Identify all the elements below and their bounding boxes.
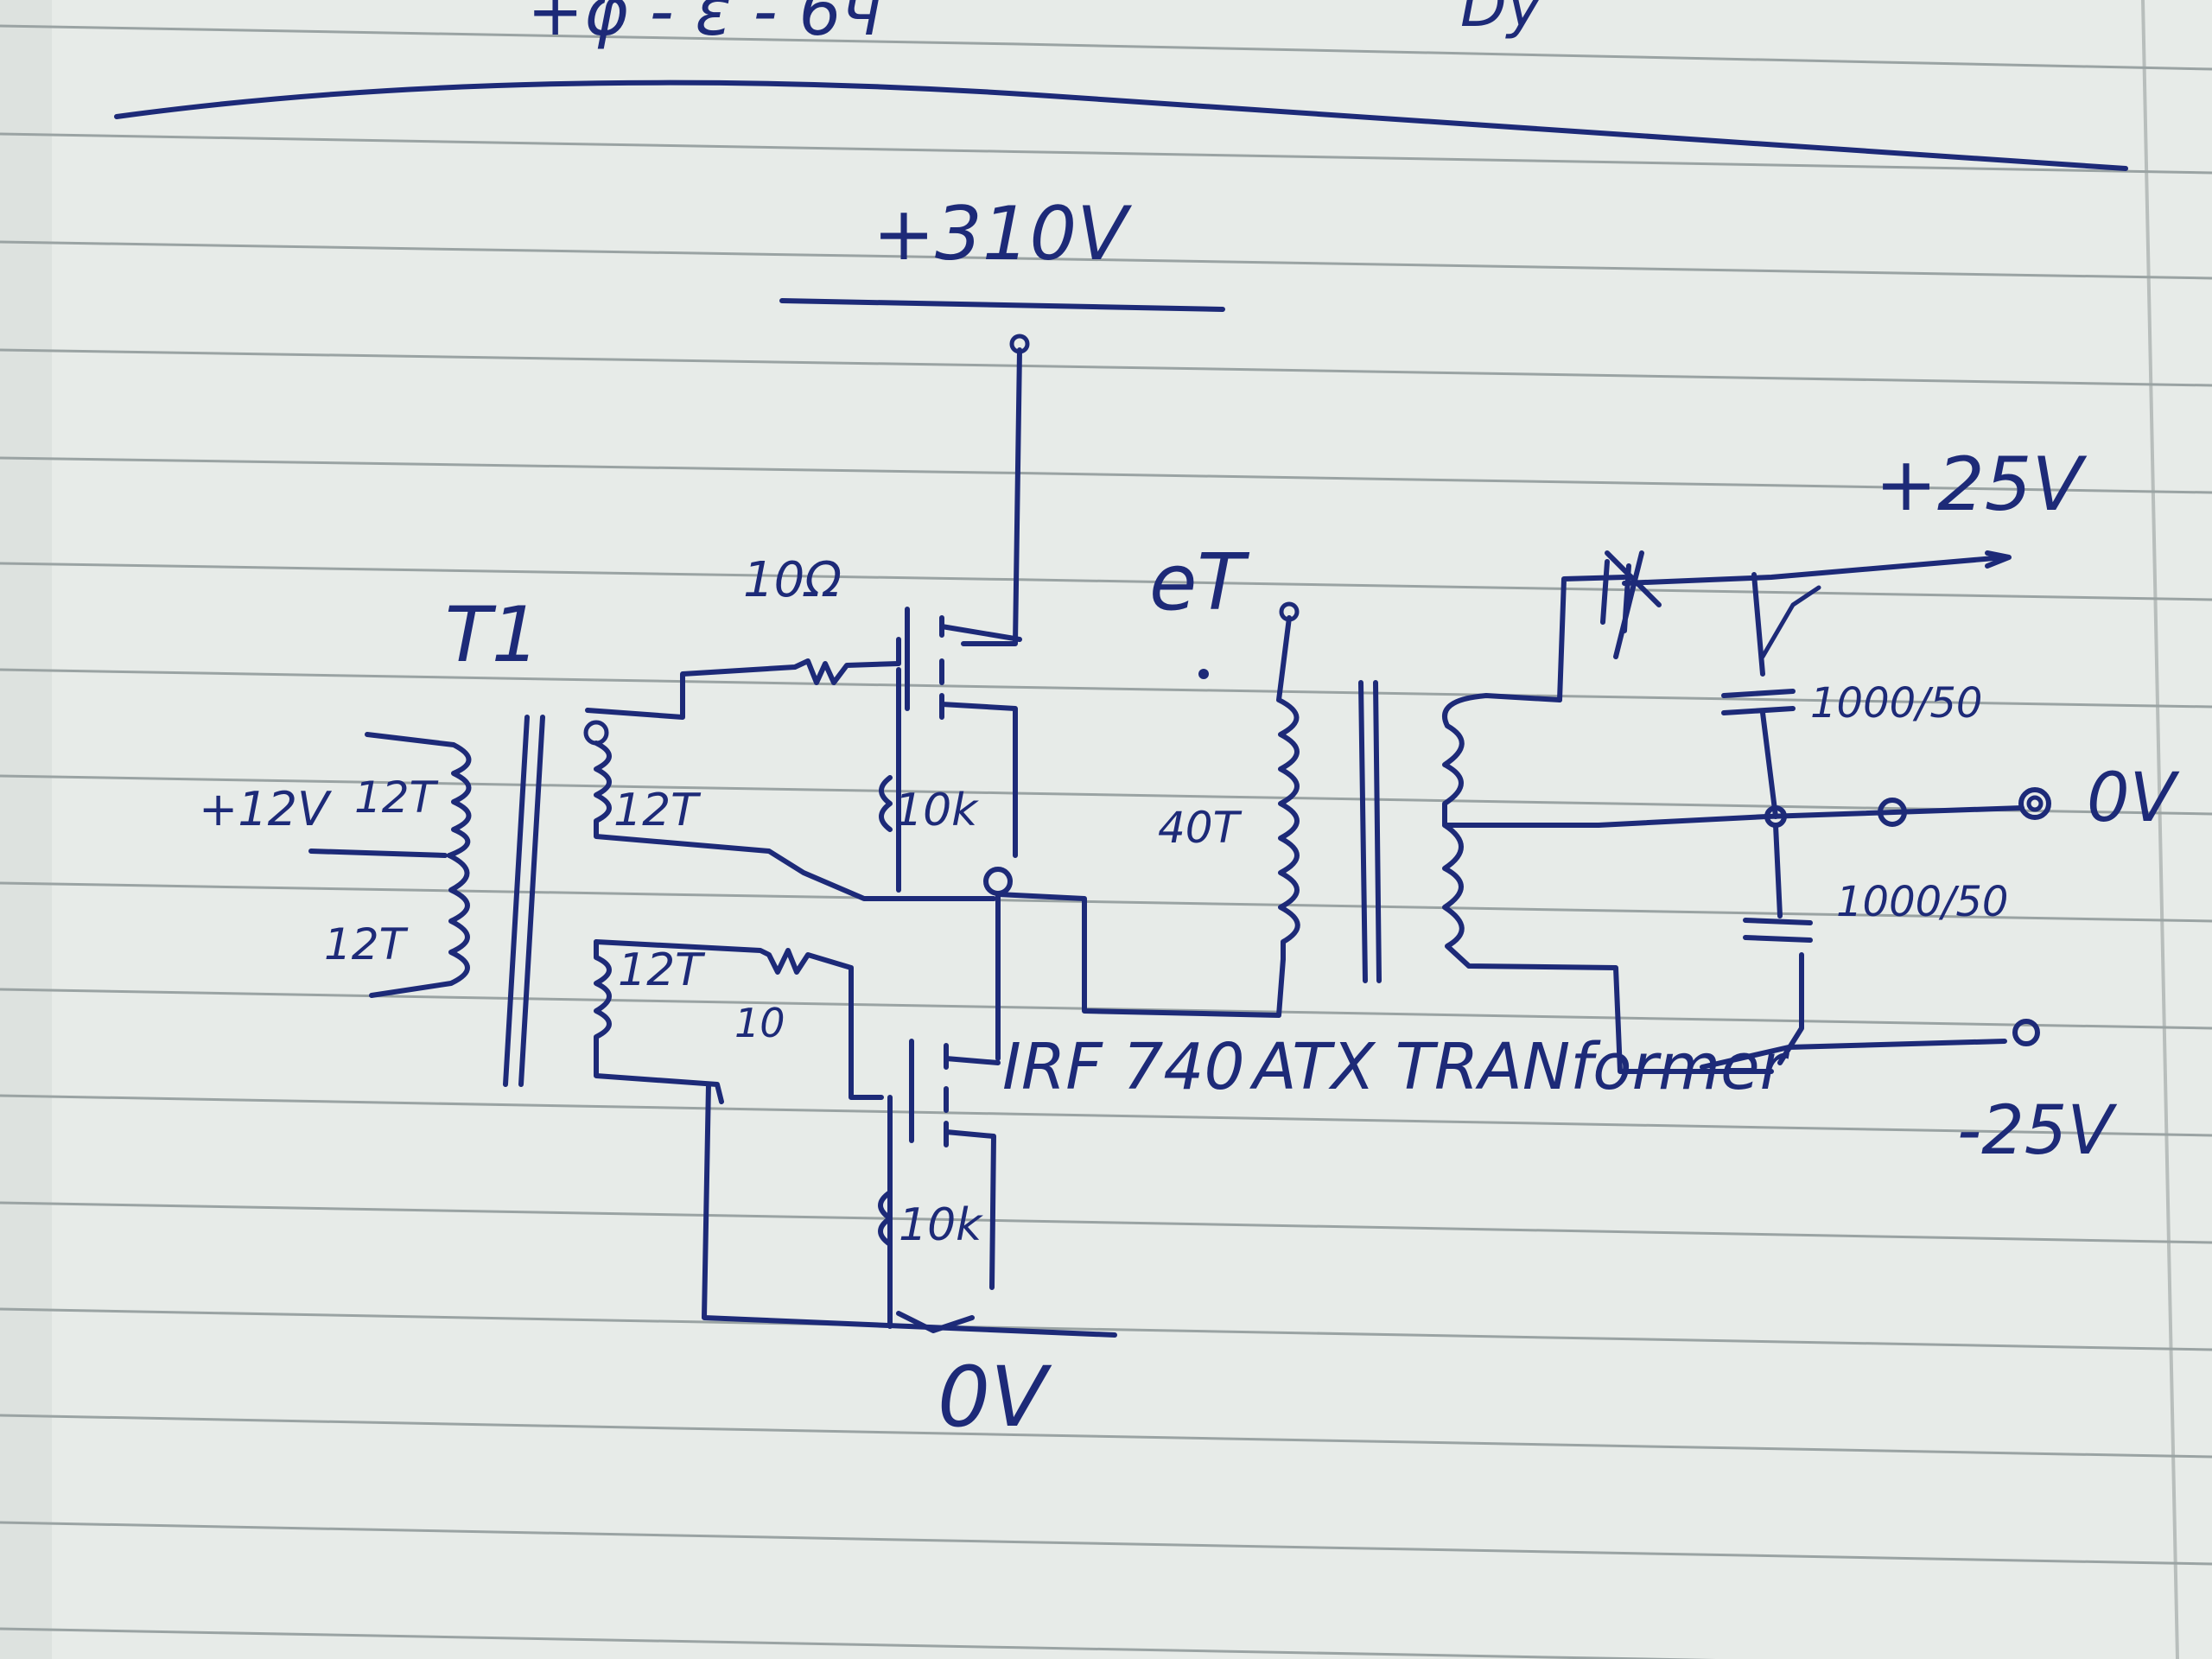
ground-label: 0V <box>938 1349 1052 1446</box>
cap-bottom-upper-lead <box>1773 823 1783 918</box>
et-label: eT <box>1149 537 1249 628</box>
t1-core-line-2 <box>518 715 545 1087</box>
main-core-line-2 <box>1373 680 1382 983</box>
cap-top-plates <box>1721 689 1796 715</box>
cap-bottom-label: 1000/50 <box>1836 878 2008 926</box>
zero-out-terminal <box>2018 787 2051 820</box>
cap-bottom-plates <box>1743 918 1813 943</box>
ruled-lines <box>0 24 2212 1659</box>
diode-bridge-scribble <box>1600 550 1662 659</box>
cap-bottom-lower-lead <box>1777 952 1804 1065</box>
pos-rail <box>1622 555 2007 586</box>
ground-junction <box>896 1311 975 1333</box>
zero-rail <box>1596 805 2024 828</box>
q1-drain-source <box>939 624 1022 858</box>
pos-out-label: +25V <box>1875 442 2087 528</box>
zero-mid-terminal <box>1878 798 1907 827</box>
r-gate-top-label: 10Ω <box>743 552 842 608</box>
r-gs-bottom-resistor <box>878 1190 893 1247</box>
main-secondary-lower <box>1442 823 1774 1074</box>
pos-terminal-arrow <box>1985 550 2012 569</box>
neg-out-label: -25V <box>1957 1092 2117 1170</box>
main-core-line-1 <box>1358 680 1368 983</box>
supply-high-label: +310V <box>873 191 1132 277</box>
r-gs-top-label: 10k <box>894 785 979 836</box>
t1-primary-winding-bottom <box>369 853 470 998</box>
neg-out-terminal <box>2012 1019 2040 1046</box>
r-gs-bottom-label: 10k <box>899 1199 983 1251</box>
drain-lead-top <box>961 347 1022 646</box>
input-lead <box>308 849 448 858</box>
t1-label: T1 <box>445 590 540 679</box>
t1-sec-bottom-winding <box>594 939 724 1104</box>
ground-rail <box>702 1082 1117 1338</box>
divider-stroke <box>114 79 2128 171</box>
cap-top-label: 1000/50 <box>1810 679 1982 728</box>
page-shadow-left <box>0 0 52 1659</box>
gate-drive-bottom-wire <box>594 939 884 1100</box>
r-gs-top-resistor <box>879 775 893 832</box>
t1-sec-top-label: 12T <box>613 785 702 836</box>
t1-primary-bottom-label: 12T <box>324 919 409 969</box>
gate-drive-top-wire <box>585 637 901 720</box>
main-primary-label: 40T <box>1158 803 1243 853</box>
top-right-scribble: Dy <box>1460 0 1544 41</box>
cap-top-scribble <box>1760 585 1821 659</box>
zero-out-terminal-inner <box>2026 795 2044 812</box>
mosfet-part-label: IRF 740 <box>1002 1030 1245 1104</box>
cap-top-lower-lead <box>1760 710 1778 819</box>
t1-sec-bottom-label: 12T <box>618 944 706 996</box>
main-primary-winding <box>1276 615 1300 962</box>
t1-sec-top-winding <box>594 741 996 901</box>
t1-primary-top-label: 12T <box>354 772 439 823</box>
input-voltage-label: +12V <box>199 782 333 836</box>
r-gate-bottom-label: 10 <box>734 1000 785 1046</box>
et-dot <box>1198 669 1209 679</box>
t1-primary-winding-top <box>365 732 472 858</box>
top-scribble: +φ - ε - 6ч <box>527 0 881 51</box>
supply-rail <box>779 298 1225 312</box>
primary-return-wire <box>995 892 1286 1018</box>
main-secondary-upper <box>1442 693 1601 828</box>
zero-out-label: 0V <box>2087 760 2180 837</box>
neg-rail <box>1700 1039 2007 1070</box>
t1-core-line-1 <box>503 715 530 1087</box>
q2-drain-source <box>944 1056 1001 1290</box>
